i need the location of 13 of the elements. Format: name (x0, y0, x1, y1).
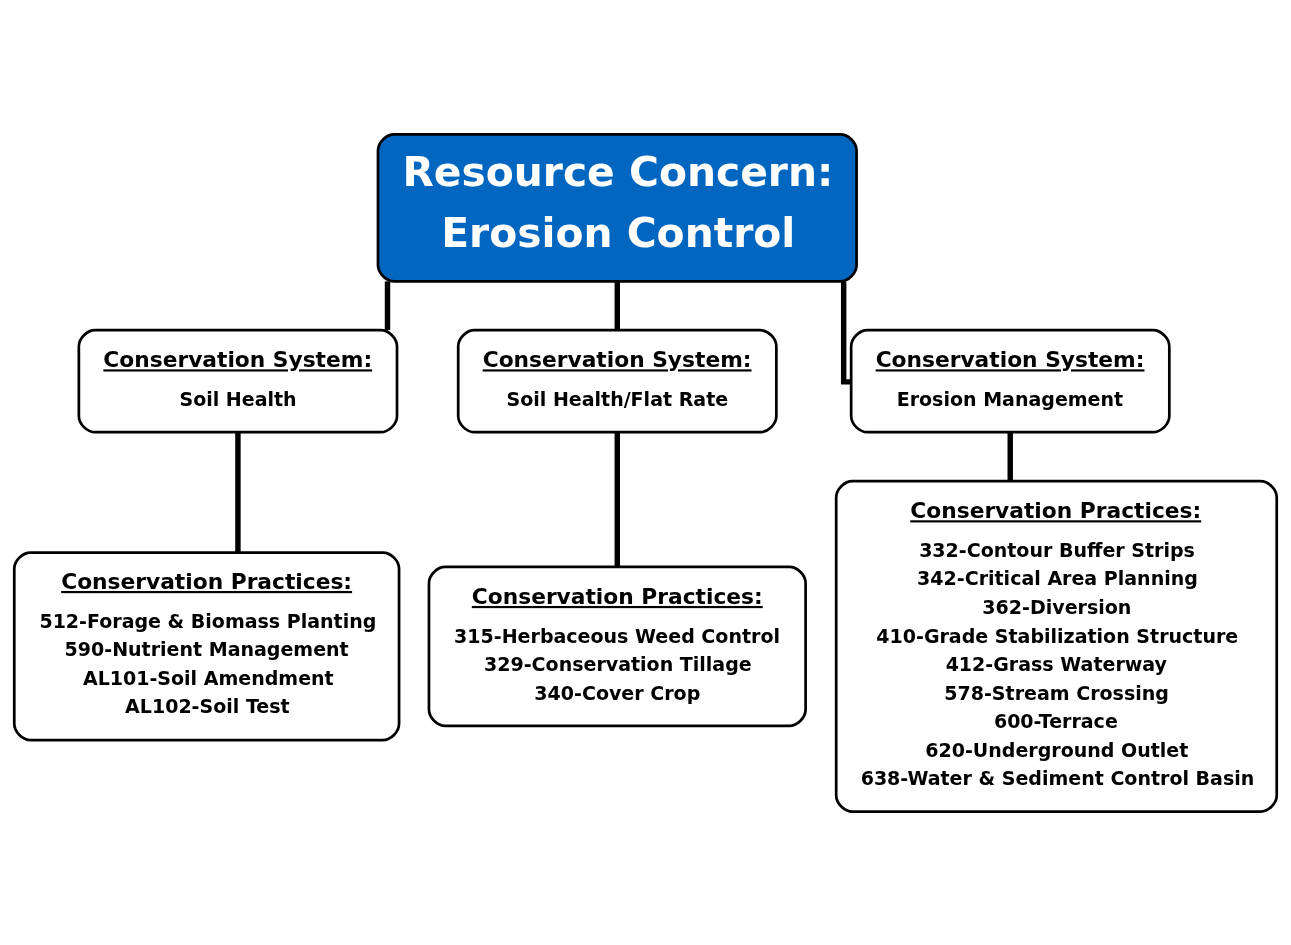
node-box: Resource Concern: Erosion Control (376, 132, 858, 283)
node-box: Conservation Practices: 315-Herbaceous Weed Control 329-Conservation Tillage 340-Cover Crop (427, 564, 807, 727)
node-box: Conservation System: Soil Health (77, 328, 399, 434)
node-box: Conservation System: Erosion Management (849, 328, 1171, 434)
connector (1007, 431, 1013, 481)
connector (840, 281, 851, 385)
node-box: Conservation Practices: 512-Forage & Biomass Planting 590-Nutrient Management AL101-Soil Amendment AL102-Soil Test (12, 550, 401, 742)
connector (614, 431, 620, 567)
node-box: Conservation Practices: 332-Contour Buffer Strips 342-Critical Area Planning 362-Diversion 410-Grade Stabilization Structure 412-Grass Waterway 578-Stream Crossing 600-Terrace 620-Underground Outlet 638-Water & Sediment Control Basin (834, 479, 1279, 813)
connector (384, 280, 391, 330)
connector (235, 431, 241, 552)
node-box: Conservation System: Soil Health/Flat Rate (456, 328, 778, 434)
connector (614, 280, 620, 330)
